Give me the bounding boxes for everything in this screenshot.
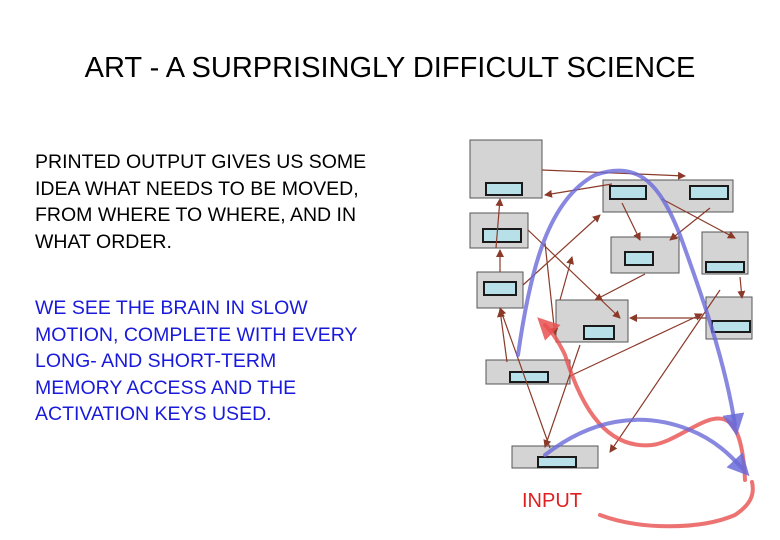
arrow	[737, 276, 746, 299]
blue-activation-flow	[516, 168, 750, 477]
blue-flow-path-bottom	[543, 417, 750, 477]
slot	[483, 281, 517, 296]
slot	[711, 320, 751, 333]
arrow	[559, 256, 574, 301]
slot	[583, 325, 615, 340]
arrow	[594, 273, 646, 301]
arrow	[496, 309, 508, 363]
arrow	[522, 214, 601, 286]
slot	[537, 456, 577, 468]
arrow	[609, 289, 721, 453]
arrow	[543, 344, 581, 448]
paragraph-printed-output: PRINTED OUTPUT GIVES US SOME IDEA WHAT N…	[35, 151, 367, 253]
arrow	[569, 313, 703, 377]
slot	[482, 228, 522, 243]
memory-slots	[482, 182, 751, 468]
slot	[705, 261, 745, 273]
slot	[689, 185, 729, 200]
slot	[509, 371, 549, 383]
arrow	[495, 198, 504, 249]
blue-flow-path-left	[516, 168, 745, 436]
arrow	[621, 202, 641, 241]
slot	[485, 182, 523, 196]
paragraph-brain-slow-motion: WE SEE THE BRAIN IN SLOW MOTION, COMPLET…	[35, 297, 358, 425]
arrow	[544, 183, 613, 198]
slot	[609, 185, 647, 200]
association-arrows	[495, 169, 746, 453]
slot	[624, 251, 654, 266]
red-flow-path-input	[598, 480, 755, 529]
arrow	[669, 207, 711, 241]
arrow	[661, 198, 736, 239]
arrow	[498, 307, 551, 449]
input-label: INPUT	[522, 490, 582, 512]
slide-title: ART - A SURPRISINGLY DIFFICULT SCIENCE	[84, 52, 696, 84]
